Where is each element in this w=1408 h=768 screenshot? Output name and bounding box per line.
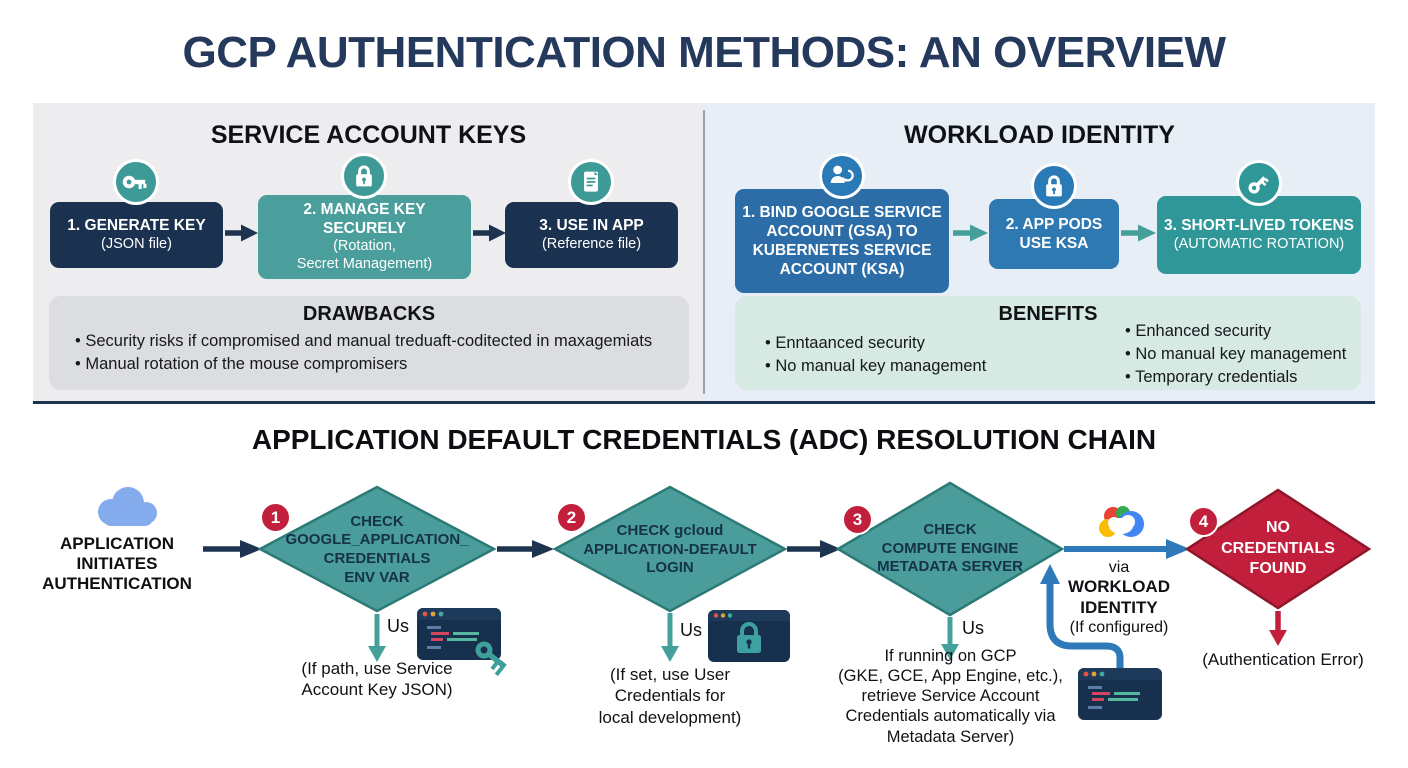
sak-step1-box: 1. GENERATE KEY (JSON file) [50,202,223,268]
start-node-label: APPLICATION INITIATES AUTHENTICATION [42,534,192,594]
benefits-right-column: • Enhanced security • No manual key mana… [1125,320,1346,388]
arrow-right-icon [953,224,988,242]
benefits-item: • Enntaanced security [765,334,925,352]
start-line: AUTHENTICATION [42,574,192,594]
wi-panel-title: WORKLOAD IDENTITY [904,121,1175,149]
section-divider-line [33,401,1375,404]
start-line: INITIATES [76,554,158,574]
benefits-item: • No manual key management [1125,344,1347,363]
user-sync-icon [819,153,865,199]
wi-step1-line: KUBERNETES SERVICE [752,242,932,259]
drawbacks-item: • Security risks if compromised and manu… [75,332,653,350]
decision-diamond-1 [257,485,497,613]
start-line: APPLICATION [60,534,174,553]
step-badge-2: 2 [556,502,587,533]
note-step-4: (Authentication Error) [1202,650,1364,669]
service-account-keys-panel: SERVICE ACCOUNT KEYS 1. GENERATE KEY (JS… [33,103,704,401]
arrow-right-icon [225,224,258,242]
wi-step1-box: 1. BIND GOOGLE SERVICE ACCOUNT (GSA) TO … [735,189,949,293]
step-badge-4: 4 [1188,506,1219,537]
wi-step3-box: 3. SHORT-LIVED TOKENS (AUTOMATIC ROTATIO… [1157,196,1361,274]
adc-flow-diagram: APPLICATION INITIATES AUTHENTICATION 1 C… [0,470,1408,768]
key-icon [475,641,507,677]
sak-step2-sub2: Secret Management) [296,256,433,273]
panel-divider [703,110,705,394]
error-diamond [1184,488,1372,610]
lock-icon [1031,163,1077,209]
wi-step1-line: 1. BIND GOOGLE SERVICE [742,203,942,221]
sak-step1-label: 1. GENERATE KEY [67,217,206,235]
wi-step2-line: 2. APP PODS [1005,215,1103,233]
benefits-item: • Temporary credentials [1125,367,1298,386]
window-lock-icon [708,610,790,662]
adc-flow-canvas [203,481,1372,672]
step-badge-3: 3 [842,504,873,535]
diamond-1-text: CHECK GOOGLE_APPLICATION_ CREDENTIALS EN… [285,512,469,586]
wi-step3-line: 3. SHORT-LIVED TOKENS [1163,217,1355,235]
diamond-2-text: CHECK gcloud APPLICATION-DEFAULT LOGIN [583,521,757,577]
benefits-title: BENEFITS [998,303,1098,325]
cloud-icon [98,487,157,526]
error-diamond-text: NO CREDENTIALS FOUND [1221,518,1335,578]
sak-step3-label: 3. USE IN APP [539,217,644,235]
arrow-right-icon [473,224,506,242]
decision-diamond-3 [835,481,1065,617]
wi-step1-line: ACCOUNT (KSA) [779,261,905,279]
sak-step2-label: 2. MANAGE KEY SECURELY [303,200,426,238]
key-icon [1236,160,1282,206]
page-title: GCP AUTHENTICATION METHODS: AN OVERVIEW [182,28,1226,77]
decision-diamond-2 [552,485,788,613]
workload-identity-panel: WORKLOAD IDENTITY 1. BIND GOOGLE SERVICE… [704,103,1375,401]
sak-panel-title: SERVICE ACCOUNT KEYS [210,121,527,149]
drawbacks-title: DRAWBACKS [302,303,436,325]
us-label-2: Us [680,620,702,640]
wi-step3-line: (AUTOMATIC ROTATION) [1173,235,1345,252]
wi-step2-line: USE KSA [1019,235,1089,252]
us-label-1: Us [387,616,409,636]
wi-step1-line: ACCOUNT (GSA) TO [766,222,918,240]
lock-icon [341,153,387,199]
benefits-item: • No manual key management [765,356,987,375]
via-workload-identity-label: via WORKLOAD IDENTITY (If configured) [1068,559,1170,636]
drawbacks-box: DRAWBACKS • Security risks if compromise… [49,296,689,390]
note-step-2: (If set, use User Credentials for local … [598,665,742,727]
us-label-3: Us [962,618,984,638]
sak-step3-box: 3. USE IN APP (Reference file) [505,202,678,268]
workload-identity-return-arrow [1046,582,1124,672]
note-step-1: (If path, use Service Account Key JSON) [301,659,453,700]
adc-section-title: APPLICATION DEFAULT CREDENTIALS (ADC) RE… [251,424,1157,455]
arrow-right-icon [1121,224,1156,242]
note-step-3: If running on GCP (GKE, GCE, App Engine,… [838,647,1063,746]
code-editor-icon [1078,668,1162,720]
benefits-item: • Enhanced security [1125,322,1272,340]
sak-step3-sub: (Reference file) [541,235,642,252]
diamond-3-text: CHECK COMPUTE ENGINE METADATA SERVER [877,520,1023,576]
benefits-left-column: • Enntaanced security • No manual key ma… [765,332,986,378]
wi-step2-box: 2. APP PODS USE KSA [989,199,1119,269]
document-icon [568,159,614,205]
benefits-box: BENEFITS • Enntaanced security • No manu… [735,296,1361,390]
gcp-logo-icon [1099,506,1144,537]
key-icon [113,159,159,205]
sak-step2-box: 2. MANAGE KEY SECURELY (Rotation, Secret… [258,195,471,279]
sak-step1-sub: (JSON file) [101,235,172,252]
step-badge-1: 1 [260,502,291,533]
sak-step2-sub1: (Rotation, [333,238,396,255]
drawbacks-item: • Manual rotation of the mouse compromis… [75,355,408,374]
